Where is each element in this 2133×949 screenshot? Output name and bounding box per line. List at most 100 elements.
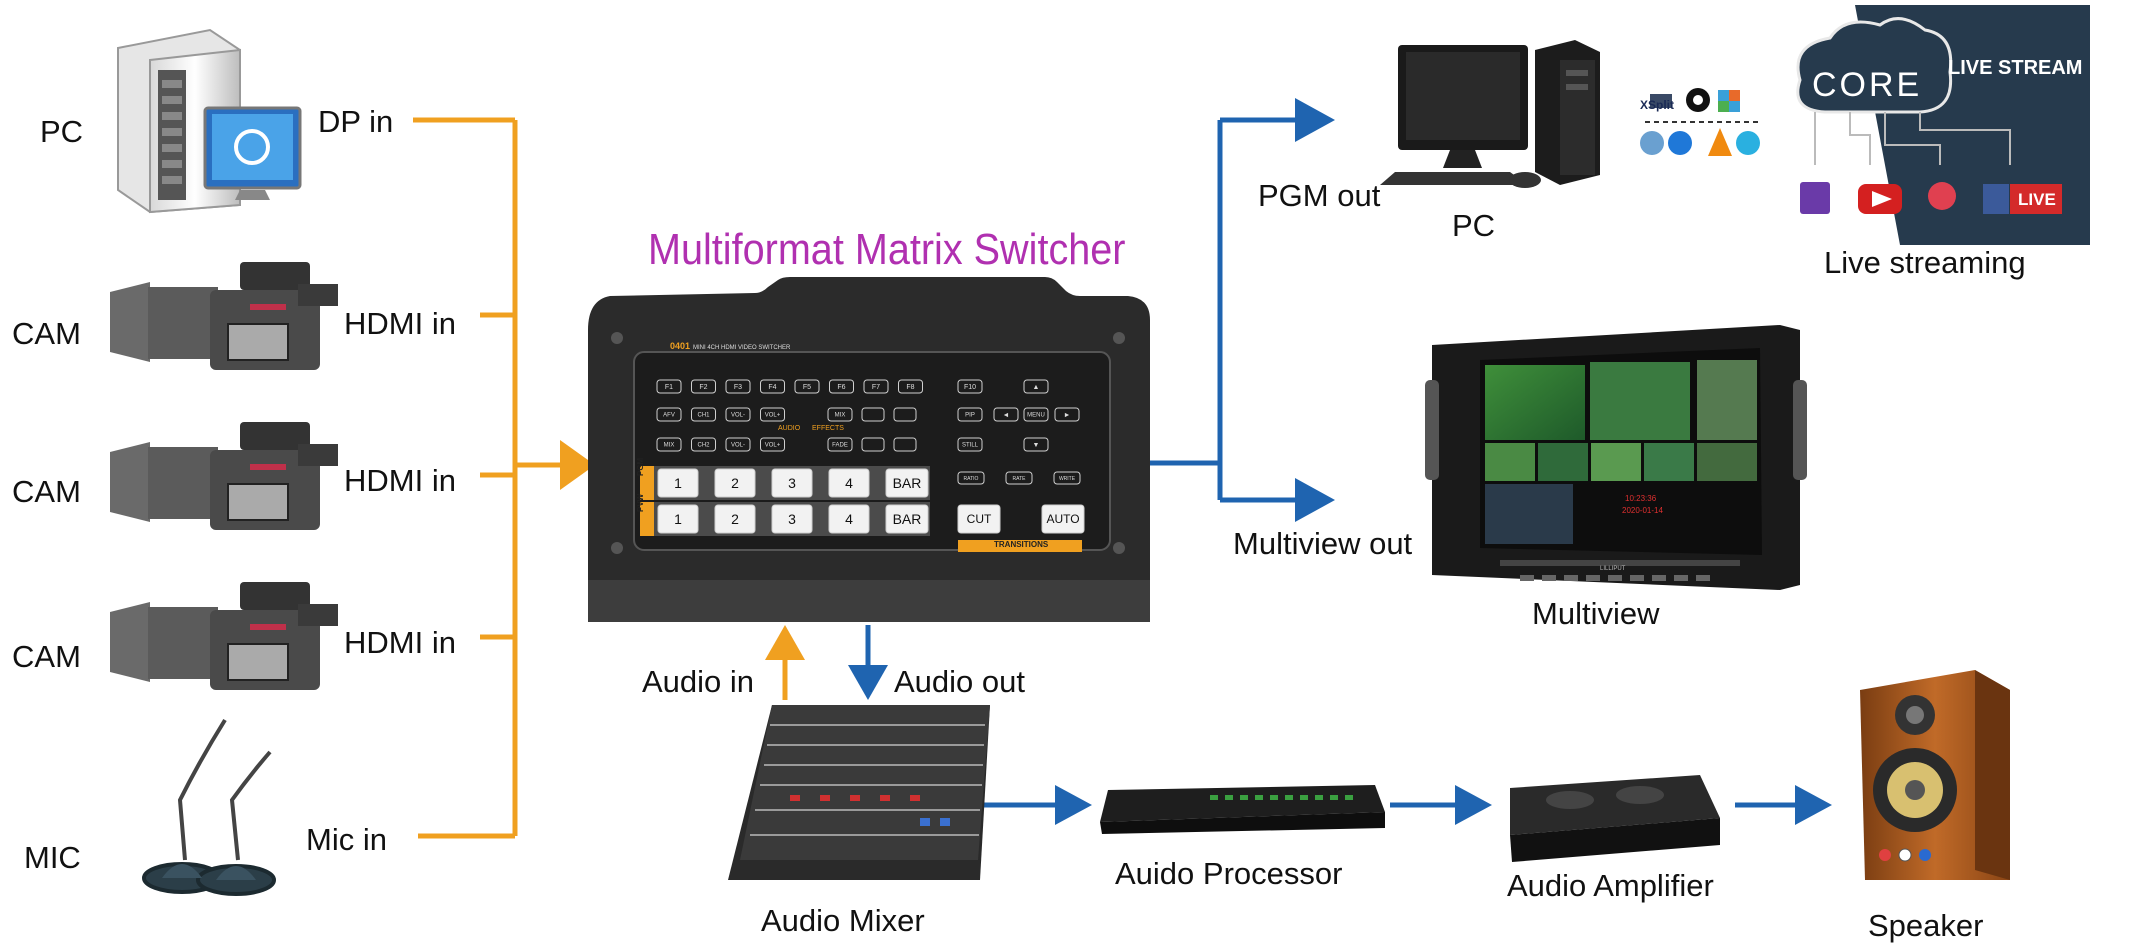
facebook-icon bbox=[1983, 184, 2009, 214]
nav-down-key: ▼ bbox=[1023, 437, 1049, 452]
svg-text:►: ► bbox=[1064, 412, 1071, 419]
effects-key-wipe-1 bbox=[861, 407, 885, 422]
svg-text:BAR: BAR bbox=[893, 511, 922, 527]
still-key: STILL bbox=[957, 437, 983, 452]
svg-text:VOL-: VOL- bbox=[731, 443, 745, 449]
speaker-label: Speaker bbox=[1868, 908, 1984, 943]
svg-text:F3: F3 bbox=[734, 384, 742, 391]
pc-output-icon bbox=[1380, 40, 1600, 188]
live-streaming-caption: Live streaming bbox=[1824, 245, 2026, 280]
audio-amplifier-icon bbox=[1510, 775, 1720, 862]
nav-left-key: ◄ bbox=[993, 407, 1019, 422]
pgm-key-2: 2 bbox=[714, 468, 756, 498]
audio-key-top-2: VOL- bbox=[725, 407, 751, 422]
audio-mixer-icon bbox=[728, 705, 990, 880]
fkey-f2: F2 bbox=[691, 379, 716, 394]
audio-in-arrow bbox=[765, 625, 805, 700]
cam-icon-1 bbox=[110, 262, 338, 370]
effects-key-mix: MIX bbox=[827, 407, 853, 422]
switcher-pvw-label: PVW bbox=[636, 493, 645, 512]
xsplit-icon: XSplit bbox=[1640, 98, 1675, 112]
small-key-rate: RATE bbox=[1005, 471, 1033, 485]
nav-right-key: ► bbox=[1054, 407, 1080, 422]
multiview-monitor-icon bbox=[1425, 325, 1807, 590]
svg-text:1: 1 bbox=[674, 475, 682, 491]
twitch-icon bbox=[1800, 182, 1830, 214]
source-port-hdmi-3: HDMI in bbox=[344, 625, 456, 660]
pgm-out-arrowhead bbox=[1295, 98, 1335, 142]
svg-text:CH1: CH1 bbox=[697, 413, 710, 419]
auto-key: AUTO bbox=[1041, 504, 1085, 534]
switcher-effects-label: EFFECTS bbox=[812, 425, 844, 432]
live-stream-text: LIVE STREAM bbox=[1948, 57, 2083, 79]
input-lines bbox=[413, 117, 565, 839]
svg-text:▼: ▼ bbox=[1033, 442, 1040, 449]
audio-key-bottom-1: CH2 bbox=[691, 437, 716, 452]
svg-text:VOL+: VOL+ bbox=[765, 413, 781, 419]
switcher-audio-label: AUDIO bbox=[778, 425, 801, 432]
cut-key: CUT bbox=[957, 504, 1001, 534]
pvw-key-bar: BAR bbox=[885, 504, 929, 534]
audio-out-arrow bbox=[848, 625, 888, 700]
svg-text:F4: F4 bbox=[768, 384, 776, 391]
svg-text:F2: F2 bbox=[699, 384, 707, 391]
svg-text:AFV: AFV bbox=[663, 413, 675, 419]
audio-mixer-label: Audio Mixer bbox=[761, 903, 925, 938]
monitor-brand: LILLIPUT bbox=[1600, 566, 1626, 572]
fkey-f1: F1 bbox=[656, 379, 682, 394]
audio-key-top-1: CH1 bbox=[691, 407, 716, 422]
svg-text:2: 2 bbox=[731, 511, 739, 527]
source-device-pc: PC bbox=[40, 114, 84, 149]
pc-output-label: PC bbox=[1452, 208, 1496, 243]
svg-text:AUTO: AUTO bbox=[1046, 512, 1079, 526]
svg-text:2: 2 bbox=[731, 475, 739, 491]
fkey-f10: F10 bbox=[957, 379, 983, 394]
nav-up-key: ▲ bbox=[1023, 379, 1049, 394]
audio-key-bottom-2: VOL- bbox=[725, 437, 751, 452]
svg-text:◄: ◄ bbox=[1003, 412, 1010, 419]
multiview-label: Multiview bbox=[1532, 596, 1660, 631]
svg-text:CH2: CH2 bbox=[697, 443, 710, 449]
core-logo: CORE bbox=[1812, 66, 1923, 104]
audio-key-top-3: VOL+ bbox=[760, 407, 785, 422]
source-port-dp: DP in bbox=[318, 104, 394, 139]
audio-processor-label: Auido Processor bbox=[1115, 856, 1343, 891]
pvw-key-3: 3 bbox=[771, 504, 813, 534]
pvw-key-4: 4 bbox=[828, 504, 870, 534]
svg-text:1: 1 bbox=[674, 511, 682, 527]
fkey-f8: F8 bbox=[898, 379, 923, 394]
svg-text:MENU: MENU bbox=[1027, 413, 1045, 419]
audio-key-bottom-0: MIX bbox=[656, 437, 682, 452]
pgm-out-label: PGM out bbox=[1258, 178, 1381, 213]
fkey-f6: F6 bbox=[829, 379, 854, 394]
switcher-pgm-label: PGM bbox=[636, 457, 645, 476]
svg-text:RATIO: RATIO bbox=[964, 476, 979, 482]
svg-text:F8: F8 bbox=[906, 384, 914, 391]
svg-text:FADE: FADE bbox=[832, 443, 848, 449]
pip-key: PIP bbox=[957, 407, 983, 422]
source-device-cam-1: CAM bbox=[12, 316, 81, 351]
source-port-hdmi-1: HDMI in bbox=[344, 306, 456, 341]
effects-key-wipe-3 bbox=[861, 437, 885, 452]
output-lines bbox=[1150, 117, 1300, 503]
pgm-key-4: 4 bbox=[828, 468, 870, 498]
svg-text:▲: ▲ bbox=[1033, 384, 1040, 391]
source-port-hdmi-2: HDMI in bbox=[344, 463, 456, 498]
svg-text:F6: F6 bbox=[837, 384, 845, 391]
svg-text:F7: F7 bbox=[872, 384, 880, 391]
streaming-software-icons bbox=[1640, 88, 1760, 156]
switcher-transitions-label: TRANSITIONS bbox=[994, 540, 1049, 549]
switcher-function-keys: F1 F2 F3 F4 F5 F6 F7 F8 F10 bbox=[656, 379, 983, 394]
svg-text:F5: F5 bbox=[803, 384, 811, 391]
svg-text:CUT: CUT bbox=[967, 512, 992, 526]
effects-key-wipe-2 bbox=[893, 407, 917, 422]
multiview-out-arrowhead bbox=[1295, 478, 1335, 522]
audio-in-label: Audio in bbox=[642, 664, 755, 699]
input-arrowhead bbox=[560, 440, 595, 490]
live-badge bbox=[2010, 184, 2062, 214]
source-device-mic: MIC bbox=[24, 840, 81, 875]
effects-key-fade: FADE bbox=[827, 437, 853, 452]
